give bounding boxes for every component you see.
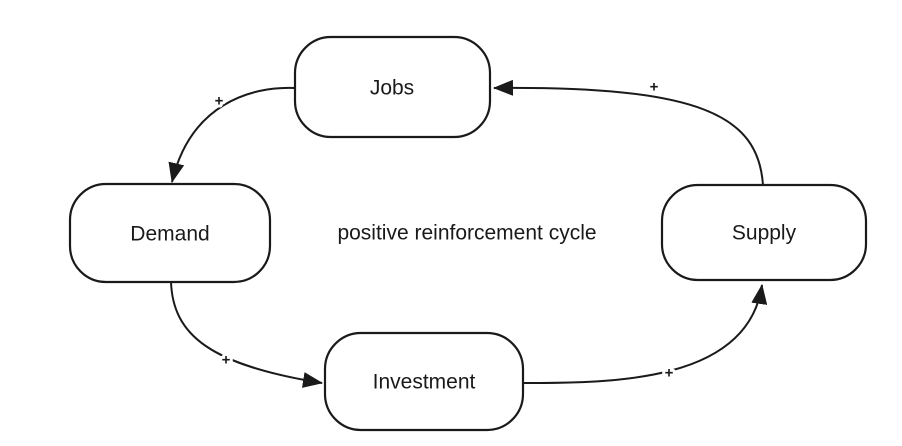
edge-demand-to-investment [170,281,323,388]
edge-supply-to-jobs [493,79,764,186]
node-investment [323,331,525,432]
node-supply-label: Supply [732,222,797,245]
diagram-center-caption: positive reinforcement cycle [337,222,596,245]
node-supply [660,183,868,282]
node-jobs-label: Jobs [370,77,414,100]
node-jobs [293,35,492,139]
node-demand-label: Demand [130,223,209,246]
edge-sign-demand-investment: + [222,352,231,369]
node-investment-label: Investment [373,371,476,394]
edge-investment-to-supply [522,284,768,384]
edge-jobs-to-demand [168,86,296,183]
edge-sign-investment-supply: + [665,365,674,382]
node-demand [68,182,272,284]
edge-sign-supply-jobs: + [650,79,659,96]
edge-sign-jobs-demand: + [215,93,224,110]
